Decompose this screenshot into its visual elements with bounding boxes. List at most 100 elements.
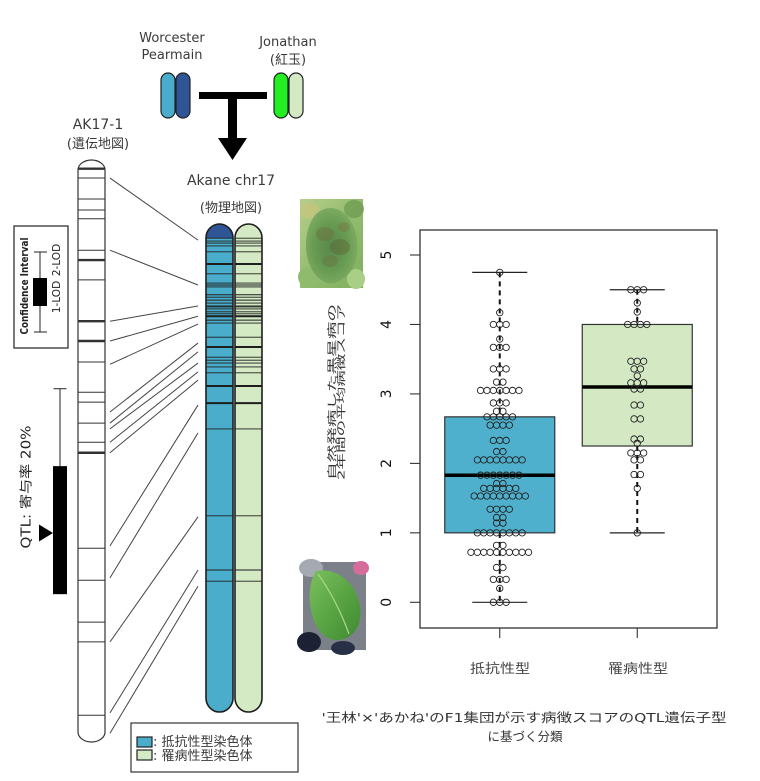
legend-swatch xyxy=(136,736,153,748)
data-point xyxy=(499,479,507,488)
data-point xyxy=(499,541,507,549)
healthy-leaf-photo xyxy=(297,559,369,655)
data-point xyxy=(502,365,510,373)
physical-map: Akane chr17 (物理地図) xyxy=(187,173,275,713)
parent-chromatid-2 xyxy=(175,72,191,119)
resistant-chromosome-segments xyxy=(206,224,233,239)
data-point xyxy=(515,386,523,395)
y-axis-label-line1: 自然発病した黒星病の xyxy=(327,304,339,480)
scab-lesion xyxy=(316,227,334,241)
parent-worcester-pearmain: Worcester Pearmain xyxy=(139,31,205,119)
photo-foliage xyxy=(347,269,365,289)
data-point xyxy=(640,449,648,457)
caption-line2: に基づく分類 xyxy=(487,729,563,744)
key-title: Confidence Interval xyxy=(19,238,31,335)
cross-diagram: Worcester Pearmain Jonathan (紅玉) xyxy=(139,31,317,160)
data-point xyxy=(508,386,517,395)
photo-foliage xyxy=(300,203,320,219)
susceptible-chromosome-markers xyxy=(235,237,262,582)
data-point xyxy=(489,320,497,329)
resistant-chromosome-markers xyxy=(206,237,233,582)
data-point xyxy=(502,386,510,395)
data-point xyxy=(499,513,507,522)
parent-name-line2: (紅玉) xyxy=(270,53,306,68)
key-2lod-label: 2-LOD xyxy=(51,244,63,276)
data-point xyxy=(496,309,504,317)
data-point xyxy=(524,548,533,556)
data-point xyxy=(489,365,497,373)
data-point xyxy=(636,470,645,479)
confidence-interval-key: Confidence Interval 2-LOD 1-LOD xyxy=(13,225,69,349)
marker-correspondence-line xyxy=(109,323,199,365)
leaf-shape xyxy=(309,570,361,641)
legend-item-resistant: : 抵抗性型染色体 xyxy=(136,734,253,750)
caption-line1: '王林'×'あかね'のF1集団が示す病徴スコアのQTL遺伝子型 xyxy=(322,710,727,725)
parent-chromatid-2 xyxy=(288,72,304,119)
physical-map-subtitle: (物理地図) xyxy=(200,201,262,216)
plot-marks xyxy=(444,268,693,606)
boxplot-resistant xyxy=(444,268,556,606)
data-point xyxy=(502,343,510,352)
data-point xyxy=(633,529,641,537)
marker-correspondence-line xyxy=(109,315,199,342)
data-point xyxy=(518,456,526,464)
data-point xyxy=(473,548,481,556)
data-point xyxy=(633,484,641,493)
marker-correspondence-line xyxy=(109,432,199,579)
parent-name-line1: Worcester xyxy=(139,31,205,46)
data-point xyxy=(633,372,641,380)
genetic-chromosome-outline xyxy=(77,159,106,743)
data-point xyxy=(636,456,645,464)
marker-correspondence-lines xyxy=(109,177,199,734)
legend-item-susceptible: : 罹病性型染色体 xyxy=(136,748,253,764)
data-point xyxy=(505,505,513,513)
boxplot-susceptible xyxy=(581,286,693,537)
key-1lod-bar xyxy=(33,278,47,306)
x-axis xyxy=(499,628,638,638)
cross-bar xyxy=(199,92,267,99)
scab-lesion xyxy=(338,222,350,232)
data-point xyxy=(636,385,645,393)
data-point xyxy=(640,379,648,387)
legend-label: : 罹病性型染色体 xyxy=(153,748,253,764)
data-point xyxy=(636,365,645,373)
data-point xyxy=(492,563,501,572)
data-point xyxy=(499,447,507,456)
data-point xyxy=(643,320,651,329)
marker-correspondence-line xyxy=(109,371,199,443)
marker-correspondence-line xyxy=(109,351,199,424)
data-point xyxy=(499,378,507,386)
genetic-chromosome-fill xyxy=(78,160,105,743)
scab-lesion xyxy=(330,239,350,255)
y-axis-label-line2: 2年間の平均病徴スコア xyxy=(336,304,348,480)
qtl-label: QTL: 寄与率 20% xyxy=(19,426,35,549)
resistant-chromosome xyxy=(205,223,234,713)
marker-correspondence-line xyxy=(109,249,199,286)
qtl-interval xyxy=(39,388,67,595)
data-point xyxy=(518,548,526,556)
marker-correspondence-line xyxy=(109,177,199,241)
susceptible-chromosome xyxy=(234,223,263,713)
data-point xyxy=(489,575,497,584)
data-point xyxy=(633,308,641,316)
qtl-peak-marker-icon xyxy=(39,524,53,542)
physical-map-title: Akane chr17 xyxy=(187,173,275,189)
data-point xyxy=(502,399,510,407)
figure-caption: '王林'×'あかね'のF1集団が示す病徴スコアのQTL遺伝子型 に基づく分類 xyxy=(322,710,727,744)
data-point xyxy=(502,598,510,606)
parent-name-line2: Pearmain xyxy=(142,48,203,63)
data-point xyxy=(636,401,645,409)
resistant-chromosome-outline xyxy=(205,223,234,713)
legend-frame xyxy=(130,722,299,773)
x-tick-label-susceptible: 罹病性型 xyxy=(608,662,668,677)
data-point xyxy=(640,286,648,294)
data-point xyxy=(496,335,504,343)
data-point xyxy=(483,386,491,395)
data-point xyxy=(505,421,513,429)
y-tick-label: 2 xyxy=(379,459,395,468)
data-point xyxy=(467,548,475,556)
data-point xyxy=(499,563,507,572)
